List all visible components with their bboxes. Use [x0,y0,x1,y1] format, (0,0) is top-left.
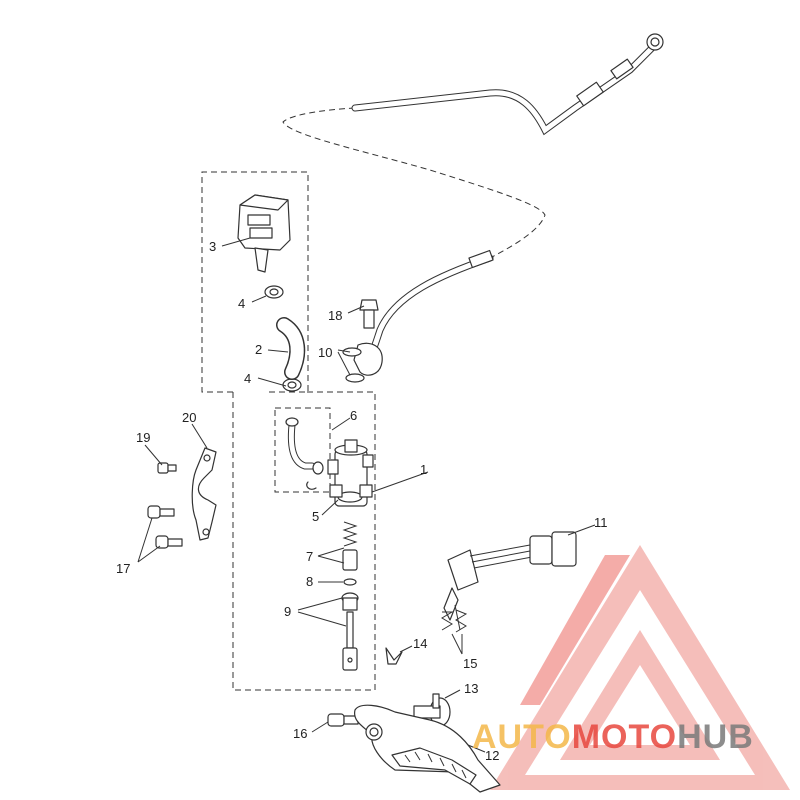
callout-5: 5 [312,509,319,524]
callout-1: 1 [420,462,427,477]
screw-17-upper [147,505,175,519]
callout-13: 13 [464,681,478,696]
callout-17: 17 [116,561,130,576]
callout-8: 8 [306,574,313,589]
automotohub-wordmark: AUTOMOTOHUB [472,718,754,756]
leader-lines [137,237,596,753]
brake-hose-upper [351,33,664,136]
push-rod-9 [341,592,359,671]
wordmark-hub: HUB [677,718,754,756]
callout-11: 11 [594,515,608,530]
fitting-assembly-6 [285,417,324,490]
reservoir-group-box [201,171,309,393]
hose-route-dashed [282,107,546,259]
callout-18: 18 [328,308,342,323]
callout-7: 7 [306,549,313,564]
bracket-20 [191,447,217,541]
item6-group-box [274,407,331,493]
hose-clip-4-lower [282,378,302,392]
brake-hose-lower [353,249,494,376]
screw-17-lower [155,535,183,549]
callout-15: 15 [463,656,477,671]
screw-19 [157,462,177,474]
callout-20: 20 [182,410,196,425]
spring-7 [342,521,358,547]
callout-3: 3 [209,239,216,254]
sealing-washers-10 [342,347,365,383]
o-ring-8 [343,578,357,586]
wordmark-auto: AUTO [472,718,572,756]
callout-9: 9 [284,604,291,619]
callout-2: 2 [255,342,262,357]
brake-pedal-12 [354,704,501,793]
callout-10: 10 [318,345,332,360]
callout-labels: 1 2 3 4 4 5 6 7 8 9 10 11 12 13 14 15 16… [116,239,608,763]
fluid-reservoir-3 [237,194,291,273]
master-cylinder-1 [327,439,374,507]
callout-4-lower: 4 [244,371,251,386]
banjo-bolt-18 [359,299,379,329]
bolt-16 [327,713,359,727]
reservoir-hose-2 [276,317,306,380]
callout-4-upper: 4 [238,296,245,311]
svg-text:AUTOMOTOHUB: AUTOMOTOHUB [472,718,754,756]
callout-6: 6 [350,408,357,423]
master-cylinder-group-box [232,391,376,691]
wordmark-moto: MOTO [572,718,677,756]
spring-clip-14 [385,647,403,665]
callout-12: 12 [485,748,499,763]
brake-light-switch-11 [443,531,577,631]
automotohub-logo [490,545,790,790]
callout-16: 16 [293,726,307,741]
hose-clip-4-upper [264,285,284,299]
callout-14: 14 [413,636,427,651]
callout-19: 19 [136,430,150,445]
piston-7 [342,549,358,571]
pivot-bolt-13 [413,693,451,727]
switch-spring-15 [441,609,468,633]
